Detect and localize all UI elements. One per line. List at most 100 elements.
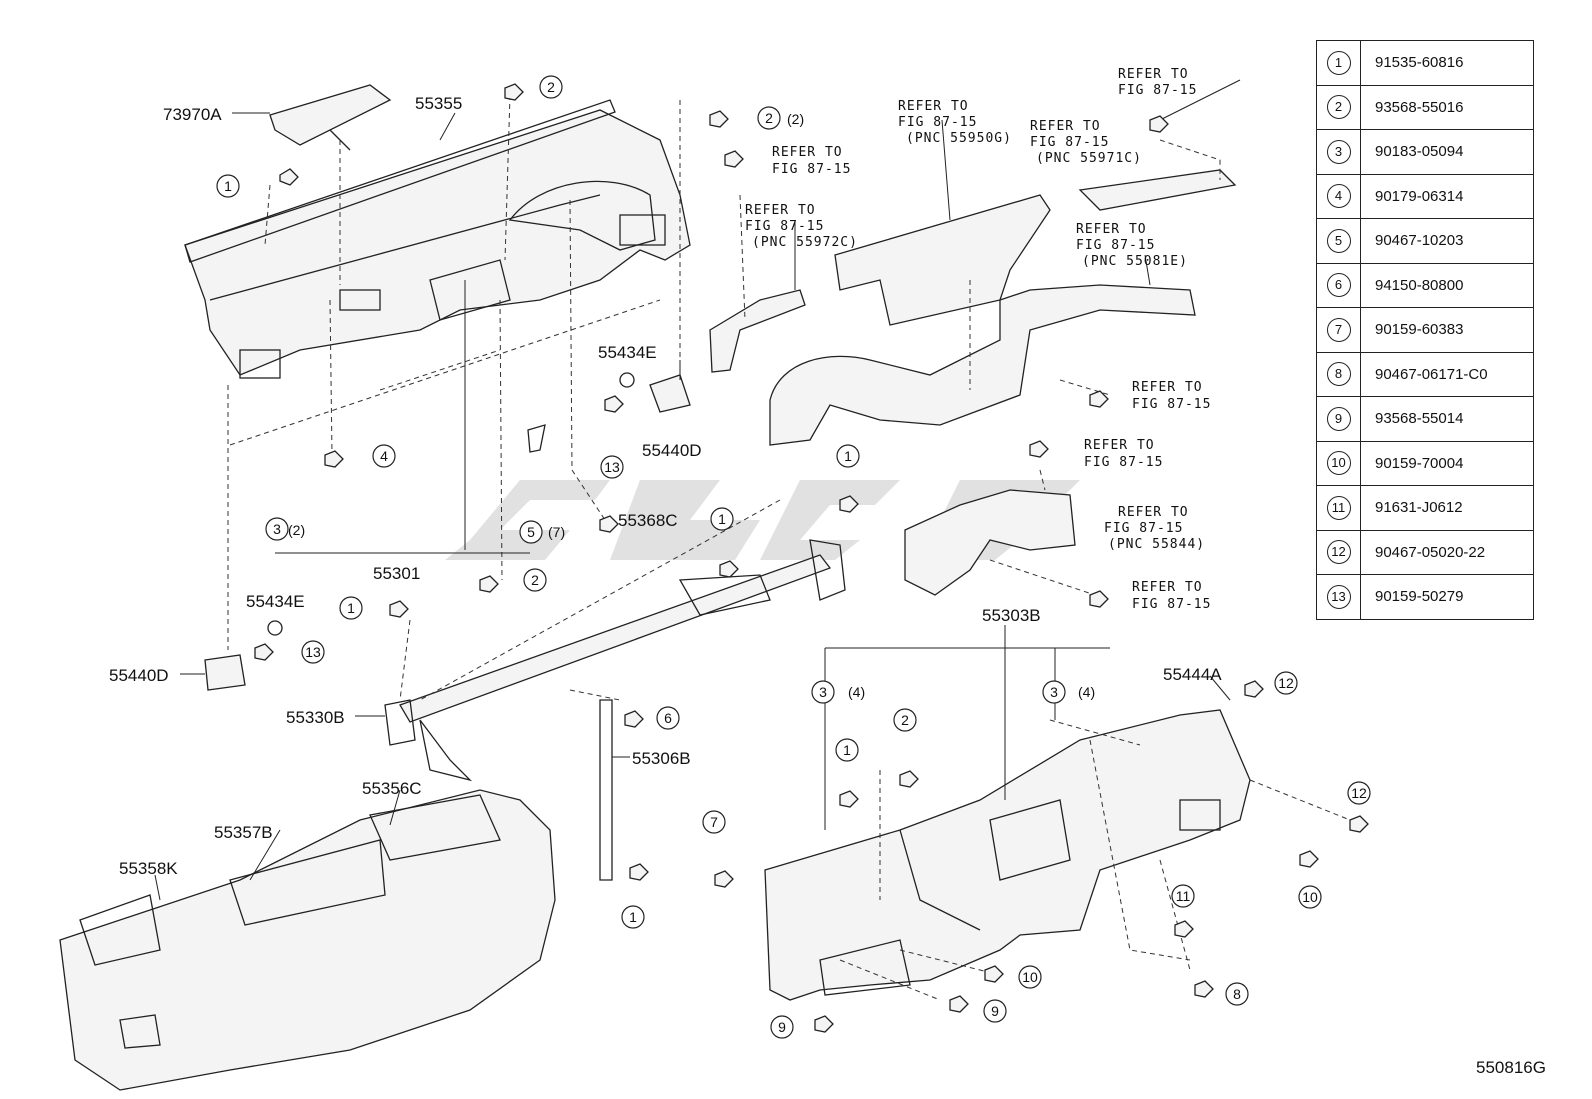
refer-note-10: REFER TO FIG 87-15 bbox=[1132, 580, 1210, 612]
svg-text:FIG 87-15: FIG 87-15 bbox=[1132, 397, 1211, 412]
figure-code: 550816G bbox=[1476, 1058, 1546, 1077]
legend-key-circle: 10 bbox=[1326, 451, 1351, 476]
legend-part-number: 93568-55016 bbox=[1360, 84, 1534, 130]
qty-5: (7) bbox=[548, 524, 565, 540]
legend-row: 6 94150-80800 bbox=[1316, 262, 1534, 308]
callout-number: 12 bbox=[1351, 785, 1367, 801]
svg-text:REFER TO: REFER TO bbox=[1132, 580, 1203, 595]
svg-text:REFER TO: REFER TO bbox=[1118, 505, 1189, 520]
callout-number: 1 bbox=[347, 600, 355, 616]
legend-key: 3 bbox=[1316, 129, 1361, 175]
svg-text:FIG 87-15: FIG 87-15 bbox=[745, 219, 824, 234]
legend-key-circle: 3 bbox=[1326, 139, 1351, 164]
callout-number: 8 bbox=[1233, 986, 1241, 1002]
svg-text:FIG 87-15: FIG 87-15 bbox=[1030, 135, 1109, 150]
legend-row: 10 90159-70004 bbox=[1316, 440, 1534, 486]
svg-text:REFER TO: REFER TO bbox=[1076, 222, 1147, 237]
callout-6: 6 bbox=[656, 706, 680, 730]
callout-11: 11 bbox=[1171, 884, 1195, 908]
callout-3: 3 bbox=[265, 517, 289, 541]
svg-text:FIG 87-15: FIG 87-15 bbox=[1118, 83, 1197, 98]
legend-key: 9 bbox=[1316, 396, 1361, 442]
fasteners bbox=[254, 83, 1369, 1033]
svg-text:FIG 87-15: FIG 87-15 bbox=[898, 115, 977, 130]
qty-3b: (4) bbox=[848, 684, 865, 700]
svg-text:REFER TO: REFER TO bbox=[1030, 119, 1101, 134]
legend-key: 8 bbox=[1316, 351, 1361, 397]
leader-lines bbox=[154, 79, 1241, 901]
refer-note-5: REFER TO FIG 87-15 (PNC 55972C) bbox=[745, 203, 858, 250]
svg-text:FIG 87-15: FIG 87-15 bbox=[772, 162, 851, 177]
callout-number: 6 bbox=[664, 710, 672, 726]
label-55306B: 55306B bbox=[632, 749, 691, 768]
callout-1: 1 bbox=[710, 507, 734, 531]
label-55434E-left: 55434E bbox=[246, 592, 305, 611]
refer-notes: REFER TO FIG 87-15 REFER TO FIG 87-15 (P… bbox=[745, 67, 1211, 612]
label-55444A: 55444A bbox=[1163, 665, 1222, 684]
legend-key: 10 bbox=[1316, 440, 1361, 486]
legend-key-circle: 6 bbox=[1326, 273, 1351, 298]
legend-key-circle: 11 bbox=[1326, 495, 1351, 520]
legend-key: 12 bbox=[1316, 529, 1361, 575]
refer-note-9: REFER TO FIG 87-15 (PNC 55844) bbox=[1104, 505, 1204, 552]
qty-3c: (4) bbox=[1078, 684, 1095, 700]
callout-number: 4 bbox=[380, 448, 388, 464]
callout-number: 1 bbox=[844, 448, 852, 464]
refer-note-6: REFER TO FIG 87-15 (PNC 55081E) bbox=[1076, 222, 1187, 269]
label-55355: 55355 bbox=[415, 94, 462, 113]
cover-55440D-upper bbox=[649, 374, 691, 413]
label-73970A: 73970A bbox=[163, 105, 222, 124]
callout-12: 12 bbox=[1347, 781, 1371, 805]
label-55330B: 55330B bbox=[286, 708, 345, 727]
part-labels: 73970A 55355 55434E 55440D 55368C 55301 … bbox=[109, 94, 1546, 1077]
legend-key-circle: 5 bbox=[1326, 228, 1351, 253]
svg-text:(PNC 55972C): (PNC 55972C) bbox=[752, 235, 858, 250]
callout-number: 13 bbox=[604, 459, 620, 475]
svg-text:REFER TO: REFER TO bbox=[772, 145, 843, 160]
callout-1: 1 bbox=[216, 174, 240, 198]
label-55356C: 55356C bbox=[362, 779, 422, 798]
callout-10: 10 bbox=[1298, 885, 1322, 909]
legend-key: 2 bbox=[1316, 84, 1361, 130]
callout-number: 2 bbox=[547, 79, 555, 95]
refer-note-1: REFER TO FIG 87-15 bbox=[772, 145, 851, 177]
callout-4: 4 bbox=[372, 444, 396, 468]
callout-number: 9 bbox=[778, 1019, 786, 1035]
callout-7: 7 bbox=[702, 810, 726, 834]
legend-part-number: 90159-70004 bbox=[1360, 440, 1534, 486]
legend-key-circle: 7 bbox=[1326, 317, 1351, 342]
legend-key: 6 bbox=[1316, 262, 1361, 308]
legend-key-circle: 8 bbox=[1326, 362, 1351, 387]
refer-note-4: REFER TO FIG 87-15 bbox=[1118, 67, 1197, 98]
callout-number: 13 bbox=[305, 644, 321, 660]
svg-text:(PNC 55971C): (PNC 55971C) bbox=[1036, 151, 1142, 166]
callout-number: 1 bbox=[843, 742, 851, 758]
callout-number: 1 bbox=[718, 511, 726, 527]
callout-5: 5 bbox=[519, 520, 543, 544]
dashed-guides bbox=[227, 94, 1351, 1001]
legend-key-circle: 4 bbox=[1326, 184, 1351, 209]
label-55357B: 55357B bbox=[214, 823, 273, 842]
legend-part-number: 91535-60816 bbox=[1360, 40, 1534, 86]
callout-2: 2 bbox=[893, 708, 917, 732]
callout-3: 3 bbox=[1042, 680, 1066, 704]
callout-number: 3 bbox=[1050, 684, 1058, 700]
legend-part-number: 90467-06171-C0 bbox=[1360, 351, 1534, 397]
label-55440D-upper: 55440D bbox=[642, 441, 702, 460]
instrument-panel-upper bbox=[184, 99, 691, 379]
svg-text:REFER TO: REFER TO bbox=[1118, 67, 1189, 82]
legend-part-number: 94150-80800 bbox=[1360, 262, 1534, 308]
qty-3: (2) bbox=[288, 522, 305, 538]
callout-9: 9 bbox=[770, 1015, 794, 1039]
legend-key-circle: 12 bbox=[1326, 540, 1351, 565]
callout-12: 12 bbox=[1274, 671, 1298, 695]
label-55303B: 55303B bbox=[982, 606, 1041, 625]
callout-1: 1 bbox=[339, 596, 363, 620]
